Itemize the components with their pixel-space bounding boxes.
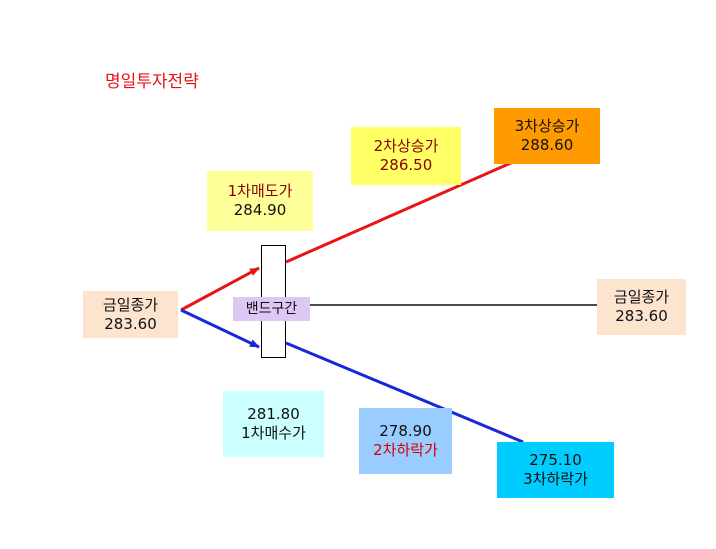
buy1-label: 1차매수가 [241,424,306,442]
buy1-box: 281.80 1차매수가 [223,391,324,457]
rise3-value: 288.60 [520,136,574,154]
rise3-label: 3차상승가 [514,117,580,135]
rise2-box: 2차상승가 286.50 [351,127,461,185]
rise3-box: 3차상승가 288.60 [494,108,600,164]
rise2-value: 286.50 [379,156,433,174]
fall3-value: 275.10 [529,451,582,469]
close-price-left-box: 금일종가 283.60 [83,291,178,338]
rise2-label: 2차상승가 [373,137,439,155]
sell1-box: 1차매도가 284.90 [207,171,313,231]
close-right-value: 283.60 [615,307,668,325]
close-right-label: 금일종가 [613,288,670,306]
close-price-right-box: 금일종가 283.60 [597,279,686,335]
fall3-label: 3차하락가 [523,470,588,488]
band-label: 밴드구간 [233,297,310,321]
sell1-value: 284.90 [233,201,287,219]
page-title: 명일투자전략 [105,72,199,92]
sell1-label: 1차매도가 [227,182,293,200]
fall-line [285,341,524,444]
fall2-box: 278.90 2차하락가 [359,408,452,474]
fall3-box: 275.10 3차하락가 [497,442,614,498]
buy1-value: 281.80 [247,405,300,423]
arrow-up-to-band [180,266,260,312]
fall2-value: 278.90 [379,422,432,440]
arrow-down-to-band [180,308,260,349]
close-left-label: 금일종가 [102,295,159,314]
close-left-value: 283.60 [104,314,157,333]
fall2-label: 2차하락가 [373,441,438,459]
rise-line [285,160,514,264]
